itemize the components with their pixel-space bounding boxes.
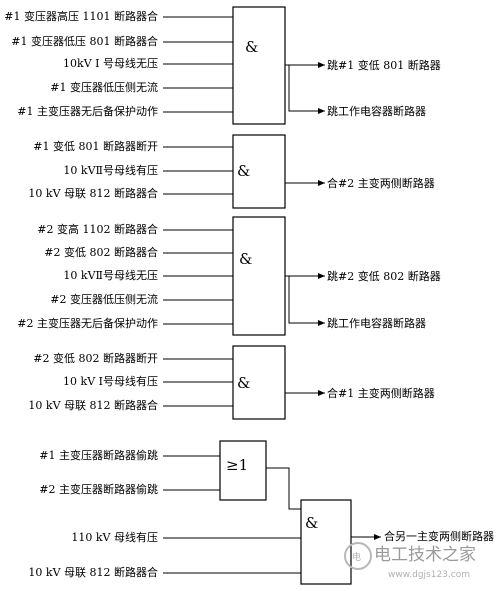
g1-output-1-label: 跳#1 变低 801 断路器 xyxy=(327,58,441,72)
or-gate xyxy=(219,440,267,501)
g2-input-3-label: 10 kV 母联 812 断路器合 xyxy=(28,186,158,200)
logic-group-4: & #2 变低 802 断路器断开 10 kV Ⅰ号母线有压 10 kV 母联 … xyxy=(28,345,435,420)
or-gate-symbol: ≥1 xyxy=(226,456,248,474)
final-or-input-1-label: #1 主变压器断路器偷跳 xyxy=(39,448,158,462)
g4-input-1-label: #2 变低 802 断路器断开 xyxy=(33,351,158,365)
watermark-url: www.dgjs123.com xyxy=(388,570,470,580)
g3-output-1-label: 跳#2 变低 802 断路器 xyxy=(327,269,441,283)
g1-input-1-label: #1 变压器高压 1101 断路器合 xyxy=(4,9,158,23)
final-and-input-2-label: 10 kV 母联 812 断路器合 xyxy=(28,565,158,579)
g4-input-2-label: 10 kV Ⅰ号母线有压 xyxy=(63,374,158,388)
watermark: 电 电工技术之家 www.dgjs123.com xyxy=(344,542,476,580)
and-gate-4 xyxy=(232,345,286,420)
and-gate-4-symbol: & xyxy=(237,374,250,392)
logic-group-3: & #2 变高 1102 断路器合 #2 变低 802 断路器合 10 kVⅡ号… xyxy=(17,216,441,336)
g1-output-2-label: 跳工作电容器断路器 xyxy=(327,104,426,118)
and-gate-1-symbol: & xyxy=(245,38,258,56)
g1-input-5-label: #1 主变压器无后备保护动作 xyxy=(17,104,158,118)
g3-input-3-label: 10 kVⅡ号母线无压 xyxy=(63,268,158,282)
logic-group-1: & #1 变压器高压 1101 断路器合 #1 变压器低压 801 断路器合 1… xyxy=(4,6,441,125)
g1-input-2-label: #1 变压器低压 801 断路器合 xyxy=(11,34,158,48)
and-gate-2-symbol: & xyxy=(237,162,250,180)
final-output-label: 合另一主变两侧断路器 xyxy=(384,529,494,543)
logic-group-2: & #1 变低 801 断路器断开 10 kVⅡ号母线有压 10 kV 母联 8… xyxy=(28,134,435,209)
g3-output-2-wire xyxy=(288,276,325,326)
g1-input-3-label: 10kV Ⅰ 号母线无压 xyxy=(63,56,158,70)
g3-output-2-label: 跳工作电容器断路器 xyxy=(327,316,426,330)
and-gate-3 xyxy=(232,216,286,336)
and-gate-3-symbol: & xyxy=(239,250,252,268)
and-gate-final xyxy=(300,499,352,585)
watermark-logo-icon xyxy=(344,542,372,570)
g3-input-5-label: #2 主变压器无后备保护动作 xyxy=(17,316,158,330)
and-gate-2 xyxy=(232,134,286,209)
g4-input-3-label: 10 kV 母联 812 断路器合 xyxy=(28,398,158,412)
watermark-logo-glyph: 电 xyxy=(352,551,361,563)
logic-group-final: ≥1 #1 主变压器断路器偷跳 #2 主变压器断路器偷跳 & 110 kV 母线… xyxy=(28,440,494,585)
final-or-input-2-label: #2 主变压器断路器偷跳 xyxy=(39,482,158,496)
g1-output-2-wire xyxy=(288,65,325,114)
g4-output-1-label: 合#1 主变两侧断路器 xyxy=(327,386,435,400)
final-and-input-1-label: 110 kV 母线有压 xyxy=(71,530,158,544)
g3-input-4-label: #2 变压器低压侧无流 xyxy=(50,292,158,306)
g1-input-4-label: #1 变压器低压侧无流 xyxy=(50,80,158,94)
g2-output-1-label: 合#2 主变两侧断路器 xyxy=(327,176,435,190)
g3-input-1-label: #2 变高 1102 断路器合 xyxy=(37,222,158,236)
watermark-title: 电工技术之家 xyxy=(374,545,476,565)
g2-input-1-label: #1 变低 801 断路器断开 xyxy=(33,139,158,153)
or-to-and-wire xyxy=(266,467,301,510)
and-gate-1 xyxy=(232,6,286,125)
and-gate-final-symbol: & xyxy=(305,514,318,532)
g3-input-2-label: #2 变低 802 断路器合 xyxy=(44,245,158,259)
g2-input-2-label: 10 kVⅡ号母线有压 xyxy=(63,163,158,177)
